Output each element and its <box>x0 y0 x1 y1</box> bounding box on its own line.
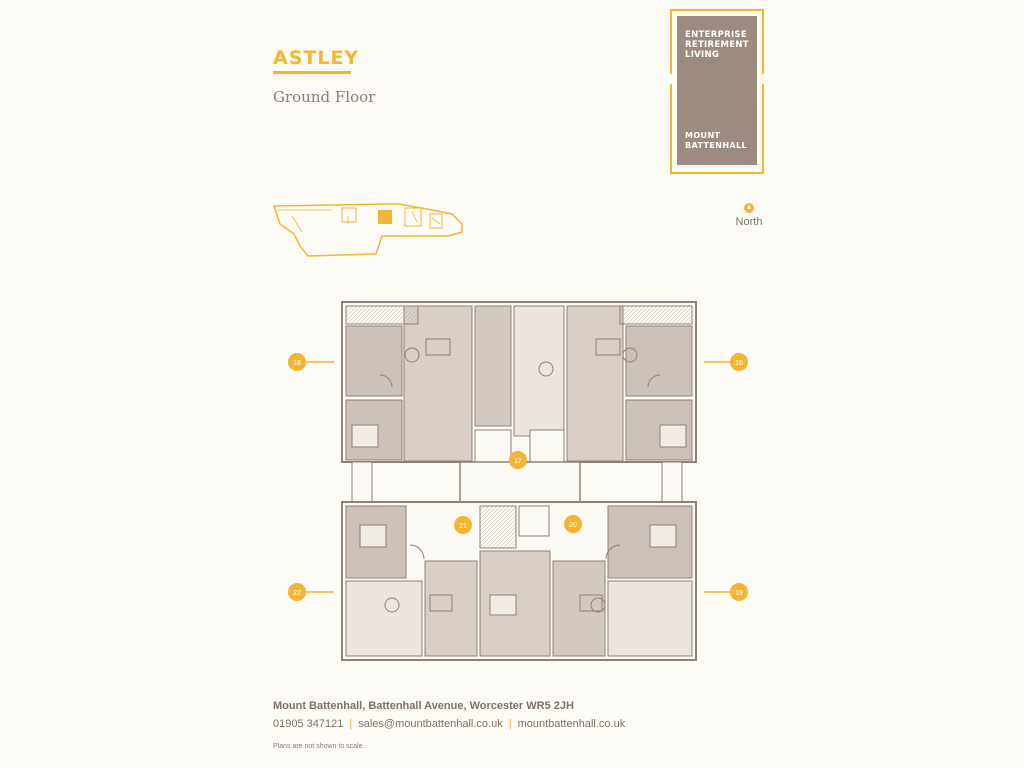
apartment-number: 18 <box>293 360 301 367</box>
brand-logo: ENTERPRISE RETIREMENT LIVING MOUNT BATTE… <box>670 9 764 174</box>
lower-block <box>341 501 697 661</box>
apartment-number: 20 <box>569 522 577 529</box>
apartment-number: 16 <box>735 360 743 367</box>
floor-plan: 18 16 17 21 20 22 19 <box>288 301 748 661</box>
compass-label: North <box>735 216 763 228</box>
logo-word: ENTERPRISE <box>685 30 747 40</box>
apartment-number: 21 <box>459 523 467 530</box>
highlighted-building <box>378 210 392 224</box>
apartment-marker <box>509 451 527 469</box>
apartment-marker <box>730 583 748 601</box>
email-link[interactable]: sales@mountbattenhall.co.uk <box>358 718 503 730</box>
apartment-marker <box>564 515 582 533</box>
phone-number: 01905 347121 <box>273 718 344 730</box>
separator: | <box>349 718 353 730</box>
address: Mount Battenhall, Battenhall Avenue, Wor… <box>273 700 574 712</box>
logo-notch-left <box>670 73 676 85</box>
logo-company-name: ENTERPRISE RETIREMENT LIVING <box>685 30 749 60</box>
upper-block <box>341 301 697 463</box>
logo-word: BATTENHALL <box>685 141 748 150</box>
floor-label: Ground Floor <box>273 88 376 106</box>
contact-line: 01905 347121 | sales@mountbattenhall.co.uk… <box>273 718 625 730</box>
apartment-marker <box>288 583 306 601</box>
title-underline <box>273 71 351 74</box>
north-arrow-icon: ▲ <box>744 203 754 213</box>
apartment-marker <box>730 353 748 371</box>
separator: | <box>508 718 512 730</box>
apartment-marker <box>288 353 306 371</box>
scale-disclaimer: Plans are not shown to scale. <box>273 743 365 750</box>
logo-word: RETIREMENT <box>685 40 749 50</box>
apartment-marker <box>454 516 472 534</box>
apartment-number: 22 <box>293 590 301 597</box>
site-location-map <box>272 203 463 257</box>
website-link[interactable]: mountbattenhall.co.uk <box>517 718 626 730</box>
logo-notch-right <box>758 73 764 85</box>
logo-site-name: MOUNT BATTENHALL <box>685 131 747 151</box>
logo-word: MOUNT <box>685 131 721 140</box>
apartment-number: 17 <box>514 458 522 465</box>
logo-word: LIVING <box>685 50 720 60</box>
apartment-markers: 18 16 17 21 20 22 19 <box>288 353 748 601</box>
compass: ▲ North <box>731 203 767 228</box>
logo-panel: ENTERPRISE RETIREMENT LIVING MOUNT BATTE… <box>677 16 757 165</box>
apartment-number: 19 <box>735 590 743 597</box>
plan-title: ASTLEY <box>273 47 360 69</box>
